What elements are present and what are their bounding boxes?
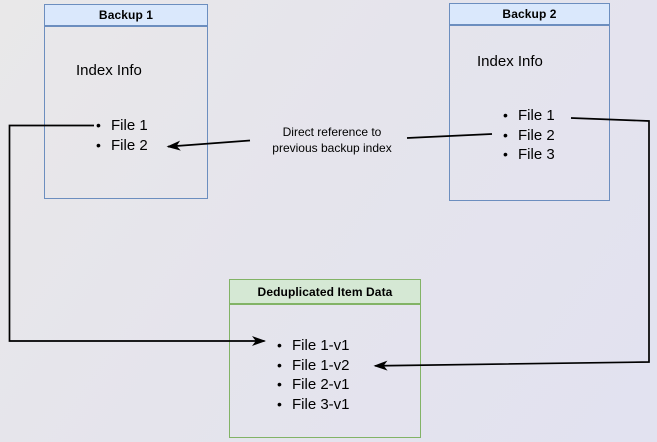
dedup-title-bar: Deduplicated Item Data xyxy=(229,279,421,304)
backup1-file-list: File 1 File 2 xyxy=(94,116,148,155)
backup2-index-info-label: Index Info xyxy=(477,53,543,70)
backup2-title: Backup 2 xyxy=(502,7,557,21)
list-item: File 3 xyxy=(501,145,555,165)
list-item: File 1-v1 xyxy=(275,336,350,356)
list-item: File 3-v1 xyxy=(275,395,350,415)
direct-reference-label: Direct reference to previous backup inde… xyxy=(239,125,425,156)
backup2-title-bar: Backup 2 xyxy=(449,3,610,25)
list-item: File 1-v2 xyxy=(275,356,350,376)
backup1-index-info-label: Index Info xyxy=(76,62,142,79)
list-item: File 2 xyxy=(94,136,148,156)
list-item: File 2 xyxy=(501,126,555,146)
dedup-title: Deduplicated Item Data xyxy=(257,284,393,299)
direct-reference-label-line1: Direct reference to xyxy=(282,125,382,139)
backup1-title: Backup 1 xyxy=(98,8,154,22)
list-item: File 1 xyxy=(94,116,148,136)
backup1-title-bar: Backup 1 xyxy=(44,4,208,26)
backup1-body xyxy=(44,26,208,199)
direct-reference-label-line2: previous backup index xyxy=(272,140,392,155)
list-item: File 2-v1 xyxy=(275,375,350,395)
backup2-file-list: File 1 File 2 File 3 xyxy=(501,106,555,165)
dedup-file-list: File 1-v1 File 1-v2 File 2-v1 File 3-v1 xyxy=(275,336,350,414)
dedup-body xyxy=(229,304,421,438)
list-item: File 1 xyxy=(501,106,555,126)
